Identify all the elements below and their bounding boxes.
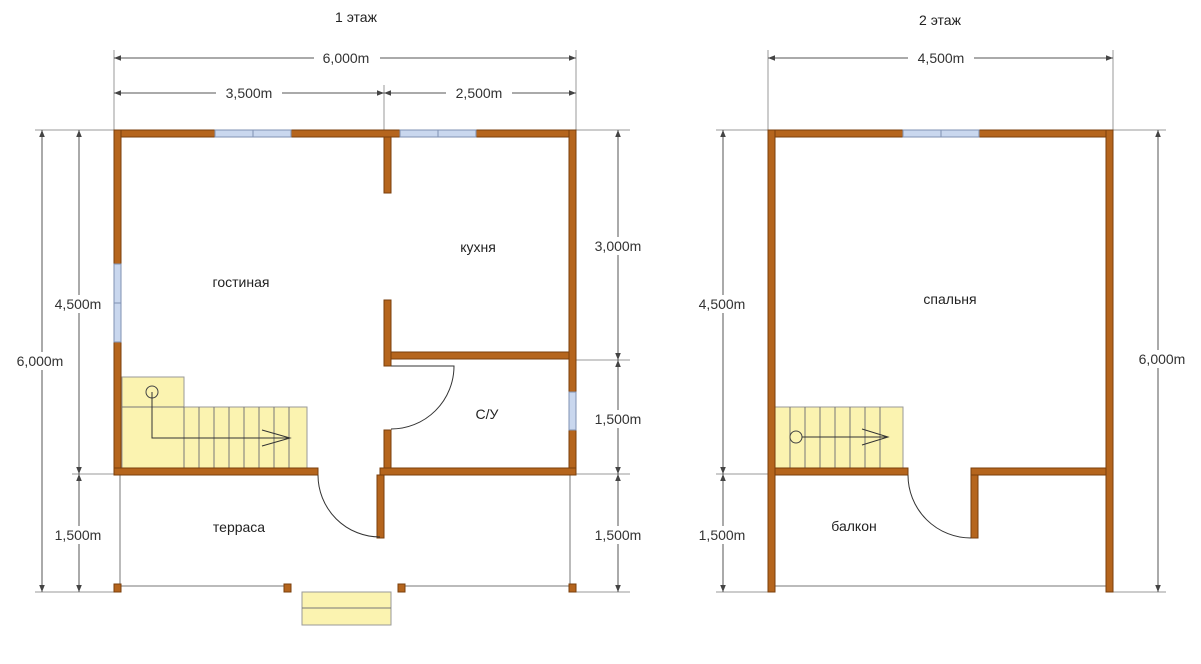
floor2-dim-right-outer: 6,000m: [1139, 351, 1186, 367]
room-label-terrace: терраса: [213, 519, 265, 535]
floor2-plan: 2 этаж 4,500m 4,500m 1,500m 6,000m: [692, 12, 1196, 593]
entrance-door: [317, 474, 381, 538]
room-label-balcony: балкон: [831, 518, 876, 534]
floor1-doors: [317, 365, 455, 538]
floor1-windows: [113, 129, 577, 431]
floor1-dim-top-right: 2,500m: [456, 85, 503, 101]
floor1-dim-right-mid: 1,500m: [595, 411, 642, 427]
floor1-dim-top-total: 6,000m: [323, 50, 370, 66]
floor2-walls: [767, 129, 1114, 593]
room-label-bedroom: спальня: [923, 291, 976, 307]
balcony-door: [907, 474, 972, 539]
floor1-dim-right-top: 3,000m: [595, 238, 642, 254]
floor1-walls: [113, 129, 577, 593]
floor1-staircase: [121, 376, 308, 469]
floor2-dim-top-total: 4,500m: [918, 50, 965, 66]
floor1-dim-right-bottom: 1,500m: [595, 527, 642, 543]
bathroom-door: [390, 365, 455, 430]
floor1-terrace-outline: [119, 474, 571, 587]
floor1-plan: 1 этаж 6,000m 3,500m 2,500m: [10, 9, 650, 626]
floor1-dim-top-left: 3,500m: [226, 85, 273, 101]
floor2-dimensions: 4,500m 4,500m 1,500m 6,000m: [692, 50, 1196, 592]
floor2-windows: [902, 129, 980, 138]
floor2-dim-left-bottom: 1,500m: [699, 527, 746, 543]
floor2-title: 2 этаж: [919, 12, 962, 28]
floor1-dim-left-outer: 6,000m: [17, 353, 64, 369]
floor1-porch-step: [301, 591, 392, 626]
window: [568, 391, 577, 431]
room-label-kitchen: кухня: [460, 239, 496, 255]
floor1-dim-left-inner: 4,500m: [55, 296, 102, 312]
floor1-title: 1 этаж: [335, 9, 378, 25]
floor1-dim-left-bottom: 1,500m: [55, 527, 102, 543]
floor1-top-dimensions: 6,000m 3,500m 2,500m: [114, 50, 576, 101]
floor2-dim-left-inner: 4,500m: [699, 296, 746, 312]
room-label-bathroom: С/У: [476, 406, 499, 422]
floor1-left-dimensions: 6,000m 4,500m 1,500m: [10, 130, 112, 592]
floor1-right-dimensions: 3,000m 1,500m 1,500m: [586, 130, 650, 592]
room-label-living: гостиная: [213, 274, 270, 290]
floor2-staircase: [774, 406, 904, 469]
